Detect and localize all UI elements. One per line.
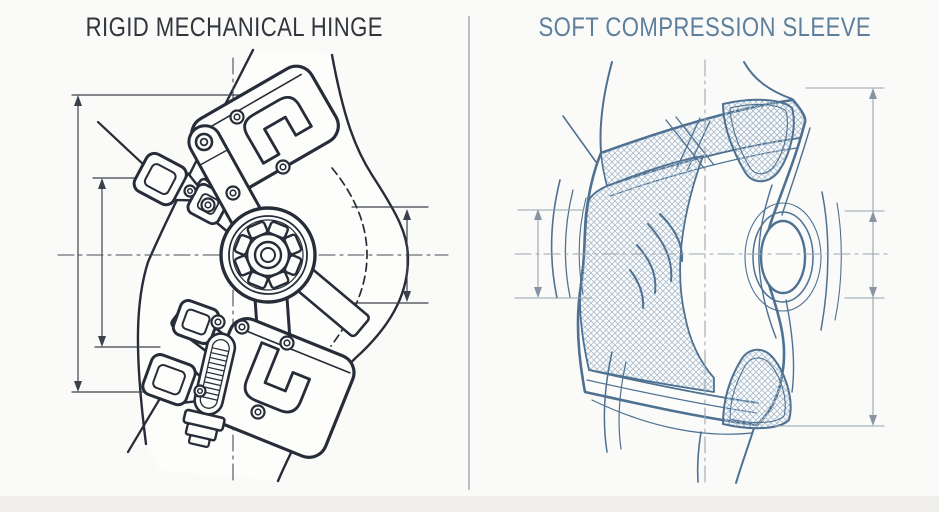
patella-edge-line [758,184,777,339]
compression-sleeve-drawing [514,59,889,484]
lower-buckle-1 [171,298,221,346]
left-panel-title: RIGID MECHANICAL HINGE [85,12,384,42]
patella-opening [759,219,807,295]
dimension-lines-right-panel [514,87,885,427]
centerlines-right-panel [514,59,889,483]
right-panel-header: SOFT COMPRESSION SLEEVE [470,12,939,43]
knee-dashed-arc [330,167,368,347]
fabric-wrinkles [629,213,684,309]
dimension-arrows-right-panel [534,88,877,426]
upper-teardrop-inner [729,103,788,175]
rigid-hinge-drawing [57,48,449,484]
band-cross-straps [665,116,715,174]
motion-arcs [550,127,842,453]
upper-teardrop-panel [722,98,795,183]
left-panel-header: RIGID MECHANICAL HINGE [0,12,469,43]
bottom-cuff-echo [591,399,753,435]
background-floor-strip [0,496,939,512]
panel-divider [468,16,470,490]
lower-frame-plate [200,317,356,459]
lower-teardrop-inner [729,357,786,424]
patella-ring-outer [744,202,822,312]
dimension-lines-left-panel [71,94,429,393]
left-knit-panel [579,155,715,393]
gear-teeth [233,220,303,290]
gear-hinge [219,206,317,304]
leg-lines-right-panel [562,61,793,484]
dimension-arrows-left-panel [74,95,411,392]
right-panel-title: SOFT COMPRESSION SLEEVE [538,12,871,42]
rivets [183,109,295,420]
